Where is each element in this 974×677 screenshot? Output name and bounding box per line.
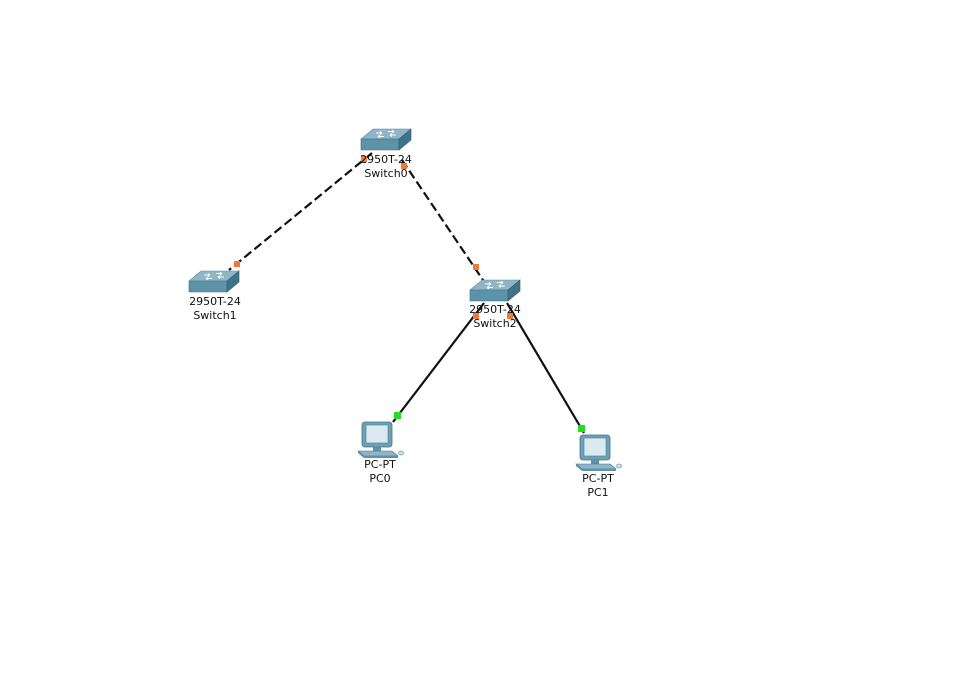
- switch0-icon[interactable]: [360, 128, 412, 151]
- port-light-switch0-to-switch1: [361, 156, 367, 162]
- switch1-name-label: Switch1: [193, 309, 237, 322]
- switch2-name-label: Switch2: [473, 317, 517, 330]
- link-switch0-switch2[interactable]: [401, 159, 486, 284]
- pc0-model-label: PC-PT: [364, 458, 396, 471]
- pc1-model-label: PC-PT: [582, 472, 614, 485]
- switch1-model-label: 2950T-24: [189, 295, 241, 308]
- port-light-switch2-to-pc1: [507, 313, 513, 319]
- pc1-icon[interactable]: [575, 434, 623, 472]
- switch2-icon[interactable]: [469, 279, 521, 302]
- pc0-icon[interactable]: [357, 421, 405, 459]
- port-light-switch2-to-pc0: [473, 313, 479, 319]
- switch0-name-label: Switch0: [364, 167, 408, 180]
- link-switch0-switch1[interactable]: [228, 152, 373, 271]
- port-light-pc0-to-switch2: [394, 412, 401, 419]
- pc0-name-label: PC0: [369, 472, 391, 485]
- switch0-model-label: 2950T-24: [360, 153, 412, 166]
- link-switch2-pc0[interactable]: [392, 302, 485, 423]
- port-lights: [234, 156, 585, 432]
- switch2-model-label: 2950T-24: [469, 303, 521, 316]
- port-light-switch0-to-switch2: [401, 163, 407, 169]
- links-layer: [228, 152, 585, 434]
- port-light-switch2-to-switch0: [473, 264, 479, 270]
- switch1-icon[interactable]: [188, 270, 240, 293]
- port-light-switch1-to-switch0: [234, 261, 240, 267]
- pc1-name-label: PC1: [587, 486, 609, 499]
- link-switch2-pc1[interactable]: [506, 302, 585, 434]
- port-light-pc1-to-switch2: [578, 425, 585, 432]
